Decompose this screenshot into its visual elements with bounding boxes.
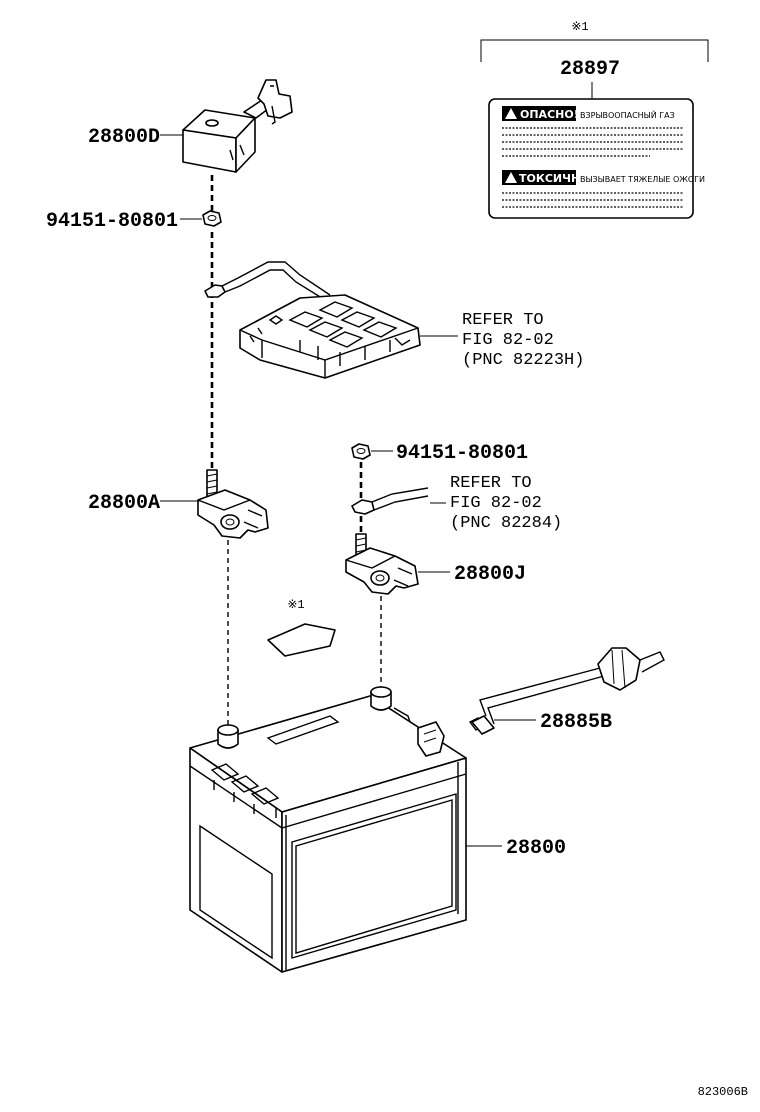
note-mark-mid: ※1 xyxy=(287,598,304,612)
fuse-block-assembly[interactable] xyxy=(204,261,421,379)
vent-plug-body xyxy=(471,715,495,735)
warning-row1-title-box xyxy=(502,106,576,121)
nut-top-hole xyxy=(207,215,217,221)
cable-wire-top xyxy=(371,487,429,503)
vent-hose-grommet xyxy=(597,647,641,691)
terminal-clamp-edge xyxy=(197,499,251,511)
fuse-block-top-edge xyxy=(239,327,419,361)
cover-side xyxy=(235,117,256,173)
warning-row2-title-box xyxy=(502,170,576,185)
refer2-line1[interactable]: REFER TO xyxy=(450,474,532,493)
vent-hose-bottom xyxy=(487,675,605,725)
vent-hose-top xyxy=(479,667,601,717)
note-bracket xyxy=(480,39,709,62)
terminal-clamp-hole xyxy=(225,518,235,526)
battery-handle-slot xyxy=(266,715,340,745)
fuse-block-body xyxy=(239,294,421,379)
battery-cell-caps xyxy=(210,763,280,818)
terminal-cover-28800D[interactable] xyxy=(182,79,293,173)
terminal-j-clamp-edge xyxy=(345,555,396,569)
cover-detail xyxy=(229,144,245,161)
refer1-line2[interactable]: FIG 82-02 xyxy=(462,331,554,350)
note-mark-top: ※1 xyxy=(571,20,588,34)
part-number-28885B[interactable]: 28885B xyxy=(540,711,612,734)
figure-code: 823006B xyxy=(698,1085,748,1099)
warning-label-group: ※1 28897 ОПАСНО! ВЗРЫВООПАСНЫЙ ГАЗ ТОКСИ… xyxy=(480,20,709,219)
part-number-28897[interactable]: 28897 xyxy=(560,58,620,81)
vent-hose-end xyxy=(639,651,665,673)
terminal-clamp-nut xyxy=(220,514,240,530)
warning-row1-fineprint xyxy=(502,127,683,157)
battery-top-ridge xyxy=(393,707,411,723)
part-number-28800[interactable]: 28800 xyxy=(506,837,566,860)
fuse-cable-ring xyxy=(204,284,226,298)
part-number-28800A[interactable]: 28800A xyxy=(88,492,160,515)
battery-post-left-top xyxy=(217,724,239,736)
battery-right-face xyxy=(281,757,467,973)
battery-post-right-top xyxy=(370,686,392,698)
refer1-line3[interactable]: (PNC 82223H) xyxy=(462,351,584,370)
part-number-28800D[interactable]: 28800D xyxy=(88,126,160,149)
warning-triangle-icon-2 xyxy=(505,172,517,183)
terminal-clamp-28800A[interactable] xyxy=(197,469,269,539)
battery-vent-port-detail xyxy=(423,729,437,743)
part-number-nut-right[interactable]: 94151-80801 xyxy=(396,442,528,465)
cover-clip xyxy=(257,79,293,119)
cover-clip-detail xyxy=(270,85,276,125)
warning-row2-title: ТОКСИЧНО xyxy=(519,172,590,185)
battery-left-panel xyxy=(199,824,273,960)
vent-grommet-ribs xyxy=(611,649,626,689)
fuse-cable xyxy=(221,261,331,296)
battery-right-panel xyxy=(291,793,457,959)
battery-right-panel-inner xyxy=(295,799,453,954)
battery-rim xyxy=(189,765,467,829)
warning-row2-fineprint xyxy=(502,192,683,208)
cable-ring-shape xyxy=(351,499,375,515)
refer1-line1[interactable]: REFER TO xyxy=(462,311,544,330)
warning-row2-text: ВЫЗЫВАЕТ ТЯЖЕЛЫЕ ОЖОГИ xyxy=(580,175,705,184)
battery-vent-port xyxy=(417,721,445,757)
nut-top[interactable] xyxy=(202,210,222,227)
small-label-sticker[interactable] xyxy=(267,623,336,657)
terminal-j-clamp-nut xyxy=(370,570,390,586)
cover-front xyxy=(182,129,237,173)
nut-top-shape xyxy=(202,210,222,227)
cover-hole xyxy=(205,119,219,127)
negative-cable-ring[interactable] xyxy=(351,487,429,515)
part-number-nut-top[interactable]: 94151-80801 xyxy=(46,210,178,233)
terminal-j-clamp-hole xyxy=(375,574,385,582)
refer2-line3[interactable]: (PNC 82284) xyxy=(450,514,562,533)
warning-row1-title: ОПАСНО! xyxy=(520,108,579,121)
battery-corner-ribs xyxy=(285,762,459,970)
terminal-clamp-28800J[interactable] xyxy=(345,533,419,595)
terminal-bolt-thread xyxy=(206,473,218,495)
refer2-line2[interactable]: FIG 82-02 xyxy=(450,494,542,513)
fuse-block-cells xyxy=(249,301,411,366)
part-number-28800J[interactable]: 28800J xyxy=(454,563,526,586)
terminal-j-clamp-detail xyxy=(393,567,413,587)
nut-right-hole xyxy=(356,448,366,454)
nut-right[interactable] xyxy=(351,443,371,460)
cable-wire-bottom xyxy=(373,495,429,511)
terminal-clamp-body xyxy=(197,489,269,539)
fuse-cable-edge xyxy=(224,269,326,301)
terminal-clamp-detail xyxy=(243,509,263,529)
warning-row1-text: ВЗРЫВООПАСНЫЙ ГАЗ xyxy=(580,109,675,120)
warning-label-plate[interactable] xyxy=(488,98,694,219)
nut-right-shape xyxy=(351,443,371,460)
warning-triangle-icon xyxy=(505,108,517,119)
battery-28800[interactable] xyxy=(189,686,467,973)
vent-hose-28885B[interactable] xyxy=(468,647,665,735)
